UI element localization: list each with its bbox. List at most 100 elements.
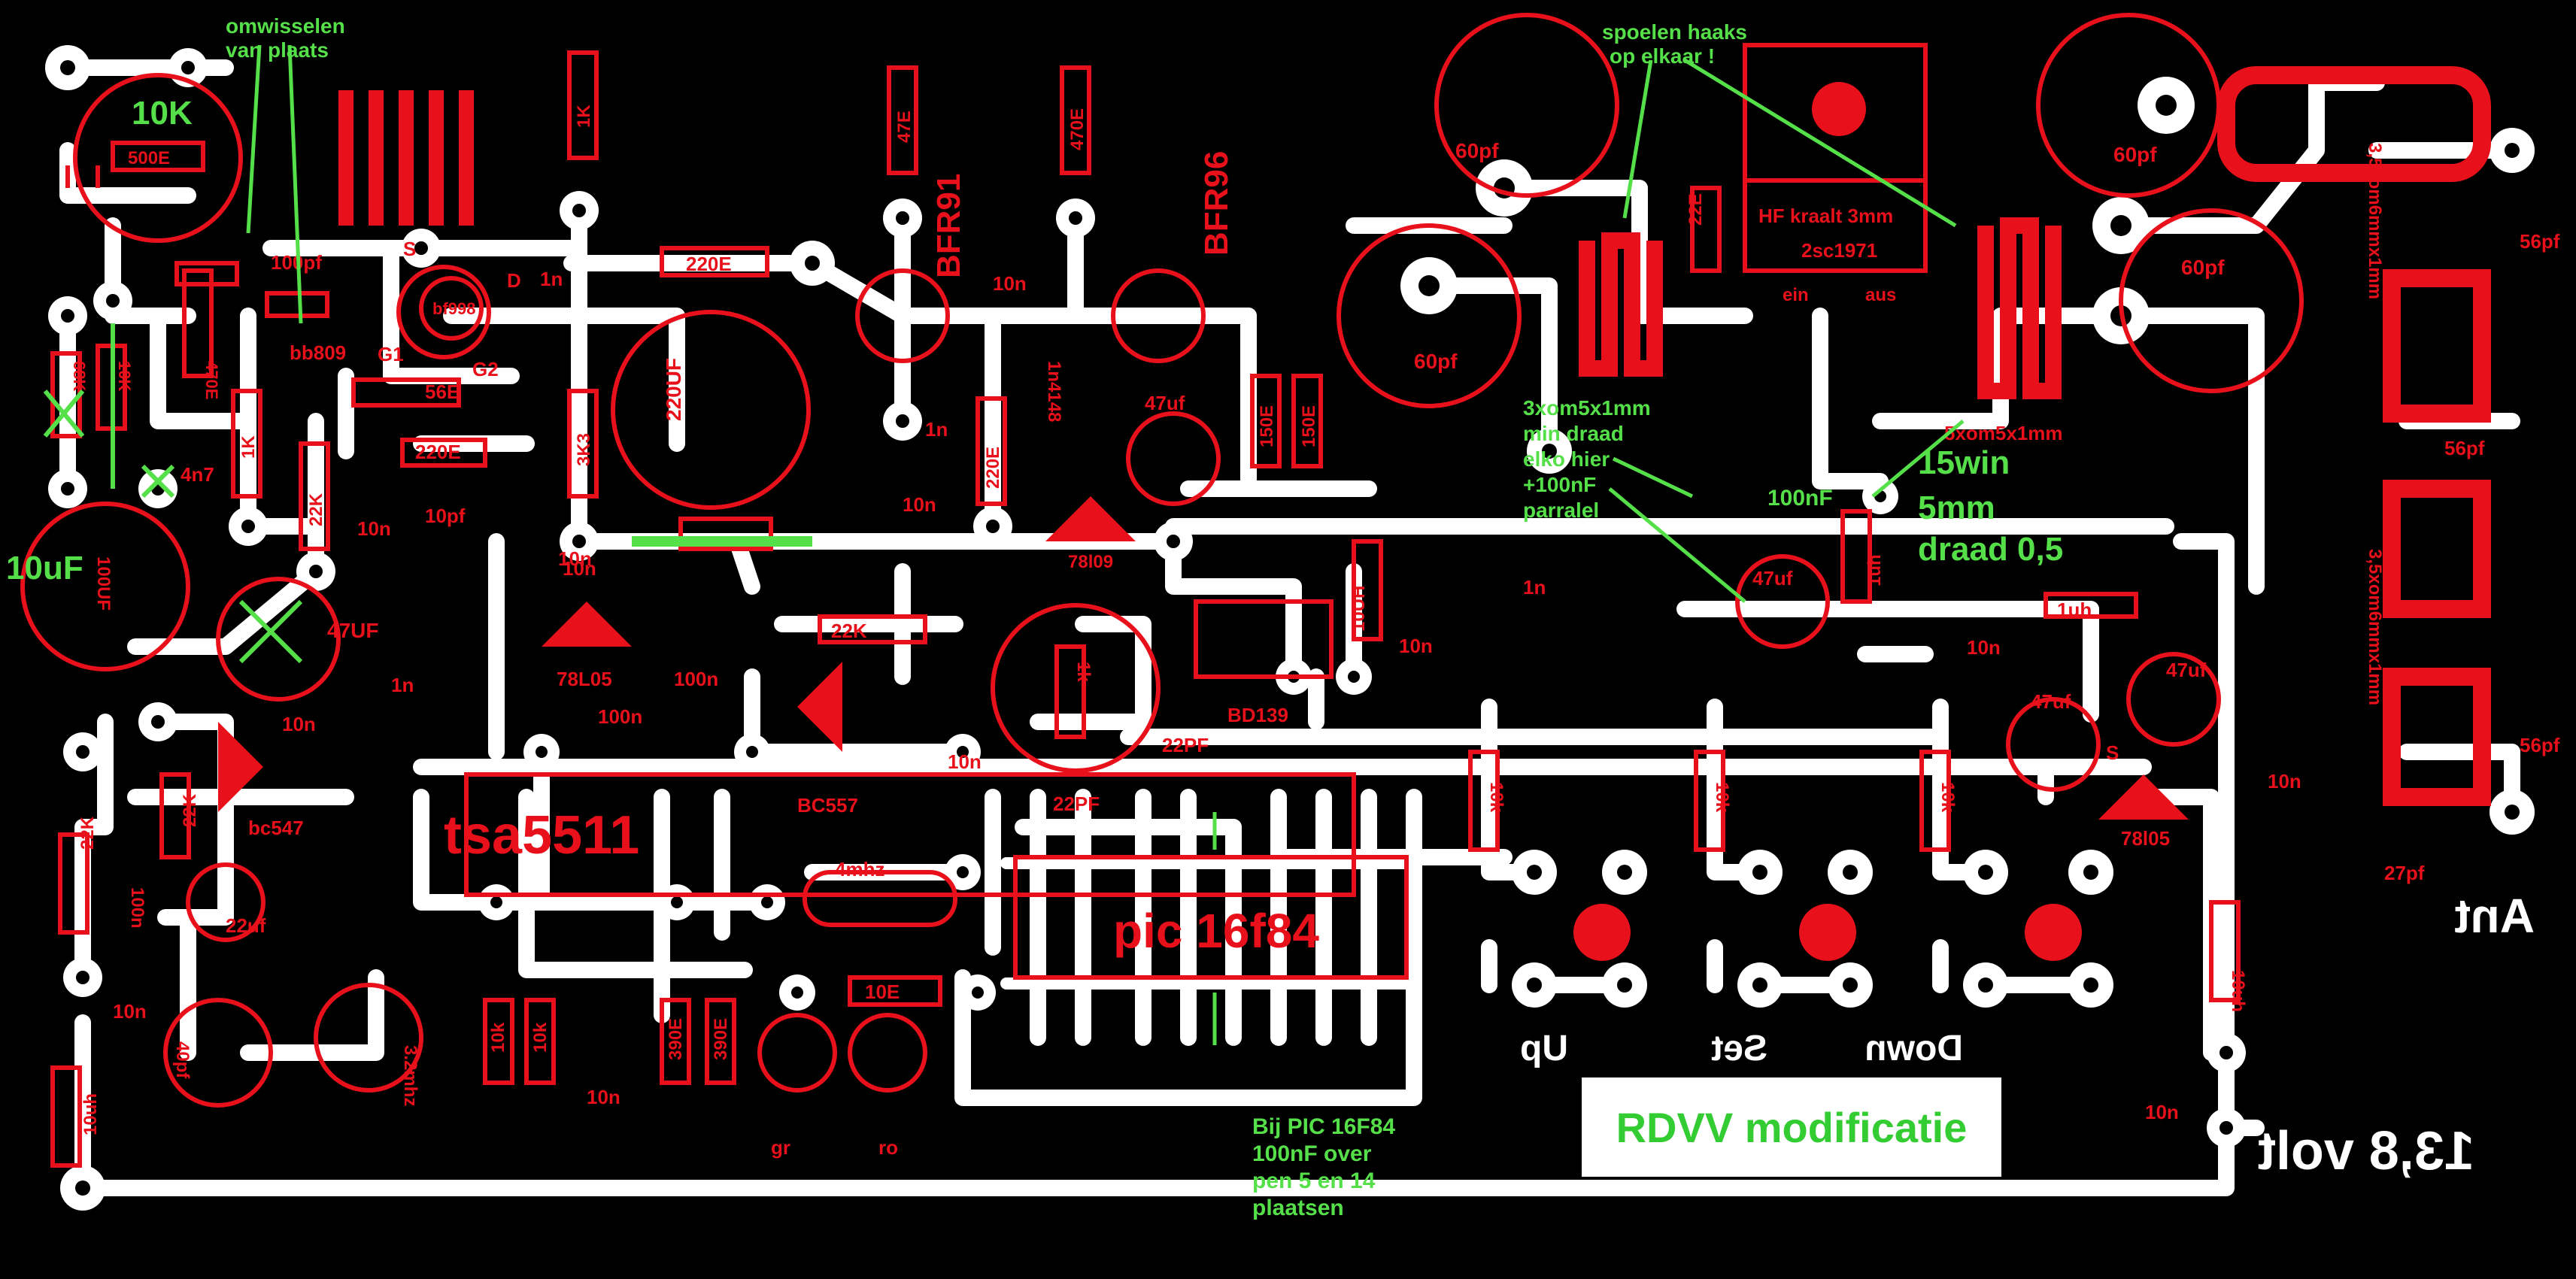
label-bf998: bf998: [432, 299, 475, 318]
label-150e-b: 150E: [1299, 405, 1319, 447]
copper-pads: [45, 45, 2535, 1211]
label-1uh-a: 1uh: [1864, 554, 1885, 586]
label-390e-a: 390E: [666, 1018, 686, 1060]
label-220e-b: 220E: [686, 253, 732, 275]
label-10n-l: 10n: [113, 1000, 147, 1023]
label-1uh-b: 1uh: [2057, 599, 2092, 621]
label-1n-a: 1n: [540, 268, 563, 290]
note-3xom-5: parralel: [1523, 499, 1599, 522]
label-ant-coil-b: 3,5xom6mmx1mm: [2365, 549, 2385, 705]
label-3k3: 3K3: [574, 433, 594, 466]
label-4mhz: 4mhz: [835, 858, 884, 880]
note-pic-2: 100nF over: [1252, 1141, 1372, 1166]
label-22uf: 22uf: [226, 914, 266, 937]
component-labels: 500E 100pf S D G1 G2 bb809 bf998 470E 68…: [70, 105, 2560, 1159]
label-10k-a: 10k: [488, 1022, 508, 1053]
label-47uf-a: 47uf: [1145, 392, 1185, 414]
note-pic-3: pen 5 en 14: [1252, 1168, 1376, 1193]
label-10k-e: 10k: [1937, 782, 1958, 813]
label-22k-a: 22K: [306, 493, 326, 526]
copper-label-ant: Ant: [2454, 889, 2535, 943]
label-10n-a: 10n: [357, 517, 391, 540]
label-100n-b: 100n: [598, 705, 642, 728]
label-10n-m: 10n: [587, 1086, 620, 1108]
label-10k-c: 10k: [1486, 782, 1506, 813]
note-5mm: 5mm: [1918, 489, 1995, 526]
label-led-ro: ro: [878, 1136, 898, 1159]
note-van-plaats: van plaats: [226, 38, 329, 62]
annotation-notes: omwisselen van plaats 10K 10uF spoelen h…: [6, 14, 2063, 1220]
label-1n-b: 1n: [925, 418, 948, 441]
label-60pf-b: 60pf: [1414, 350, 1458, 373]
label-68k: 68K: [70, 361, 89, 391]
label-s: S: [403, 238, 416, 260]
label-ant-coil-a: 3,5xom6mmx1mm: [2365, 143, 2385, 299]
label-56e: 56E: [425, 380, 460, 403]
label-bd139: BD139: [1227, 704, 1288, 726]
label-56pf-a: 56pf: [2520, 230, 2560, 253]
copper-text: Up Set Down Ant 13,8 volt: [1520, 889, 2535, 1181]
label-pic16f84: pic 16f84: [1113, 904, 1319, 958]
label-10k-b: 10k: [530, 1022, 551, 1053]
label-10n-j: 10n: [2268, 770, 2301, 793]
label-10pf: 10pf: [425, 505, 466, 527]
note-100nf: 100nF: [1767, 486, 1833, 511]
label-10n-i: 10n: [1967, 636, 2001, 659]
label-150e-a: 150E: [1257, 405, 1277, 447]
label-3-2mhz: 3.2mhz: [400, 1045, 420, 1106]
label-78l05-b: 78l05: [2121, 827, 2170, 850]
note-spoelen-2: op elkaar !: [1610, 44, 1715, 68]
label-22k-c: 22K: [77, 816, 98, 850]
label-1n-c: 1n: [1523, 576, 1546, 599]
label-78l05-a: 78L05: [557, 668, 612, 690]
label-10n-c: 10n: [993, 272, 1027, 295]
label-led-gr: gr: [771, 1136, 790, 1159]
pic-socket-pads: [1000, 857, 1422, 990]
note-10uf: 10uF: [6, 550, 83, 586]
label-56pf-b: 56pf: [2444, 437, 2485, 459]
label-220e-a: 220E: [415, 441, 461, 463]
label-47uf-b: 47uf: [1752, 567, 1793, 589]
label-1n-d: 1n: [391, 674, 414, 696]
label-10uh-v: 10UH: [1349, 586, 1369, 632]
label-1k-top: 1K: [574, 105, 594, 128]
label-10n-f: 10n: [948, 750, 982, 773]
label-500e: 500E: [128, 148, 170, 168]
label-47uf-c: 47uf: [2031, 690, 2071, 713]
label-10e: 10E: [865, 980, 900, 1003]
label-10uh-b: 10uh: [80, 1093, 101, 1135]
component-outlines: [20, 13, 2304, 1168]
label-10k-v: 10K: [115, 361, 134, 391]
label-bb809: bb809: [290, 341, 346, 364]
label-s-b: S: [2106, 741, 2119, 764]
component-fills: [218, 66, 2491, 961]
label-40pf: 40pf: [172, 1041, 193, 1079]
copper-label-volt: 13,8 volt: [2258, 1121, 2474, 1181]
note-pic-4: plaatsen: [1252, 1196, 1344, 1220]
note-spoelen-1: spoelen haaks: [1602, 20, 1747, 44]
label-78l09: 78l09: [1068, 552, 1113, 572]
label-27pf: 27pf: [2384, 862, 2425, 884]
label-100n-a: 100n: [674, 668, 718, 690]
title-text: RDVV modificatie: [1616, 1103, 1968, 1151]
label-60pf-a: 60pf: [1455, 139, 1499, 162]
label-1n4148: 1n4148: [1044, 361, 1064, 422]
label-bc557: BC557: [797, 794, 858, 817]
label-47uf-e: 47UF: [327, 619, 378, 642]
label-g2: G2: [472, 358, 499, 380]
note-pic-1: Bij PIC 16F84: [1252, 1114, 1395, 1139]
note-3xom-2: min draad: [1523, 422, 1624, 445]
label-100uf: 100UF: [93, 556, 114, 611]
note-omwisselen: omwisselen: [226, 14, 345, 38]
label-470e-a: 470E: [202, 361, 221, 399]
title-box: RDVV modificatie: [1582, 1077, 2001, 1177]
label-10n-b: 10n: [563, 557, 596, 580]
label-10n-e: 10n: [1399, 635, 1433, 657]
label-bfr96: BFR96: [1198, 151, 1235, 256]
label-60pf-c: 60pf: [2113, 143, 2157, 166]
label-47e: 47E: [894, 111, 915, 143]
label-390e-b: 390E: [711, 1018, 731, 1060]
label-10n-n: 10n: [2145, 1101, 2179, 1123]
note-3xom-1: 3xom5x1mm: [1523, 396, 1651, 420]
